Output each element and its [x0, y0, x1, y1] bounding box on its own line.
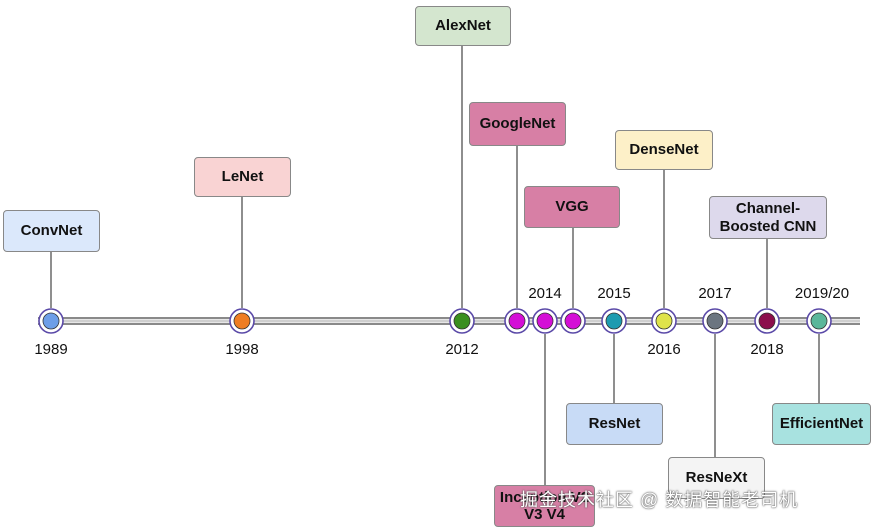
node-googlenet: [508, 312, 526, 330]
year-label-resnext: 2017: [698, 285, 732, 302]
year-label-efficientnet: 2019/20: [794, 285, 850, 302]
node-channel_boosted: [758, 312, 776, 330]
year-label-alexnet: 2012: [445, 341, 479, 358]
model-box-efficientnet: EfficientNet: [772, 403, 871, 445]
node-convnet: [42, 312, 60, 330]
model-box-vgg: VGG: [524, 186, 620, 228]
year-label-lenet: 1998: [225, 341, 259, 358]
year-label-vgg: 2014: [528, 285, 562, 302]
model-box-convnet: ConvNet: [3, 210, 100, 252]
node-densenet: [655, 312, 673, 330]
node-resnext: [706, 312, 724, 330]
node-vgg: [564, 312, 582, 330]
node-efficientnet: [810, 312, 828, 330]
year-label-densenet: 2016: [647, 341, 681, 358]
year-label-convnet: 1989: [34, 341, 68, 358]
node-lenet: [233, 312, 251, 330]
node-resnet: [605, 312, 623, 330]
model-box-inception: Inception V2 V3 V4: [494, 485, 595, 527]
model-box-lenet: LeNet: [194, 157, 291, 197]
year-label-resnet: 2015: [597, 285, 631, 302]
model-box-channel_boosted: Channel-Boosted CNN: [709, 196, 827, 239]
model-box-resnet: ResNet: [566, 403, 663, 445]
year-label-channel_boosted: 2018: [750, 341, 784, 358]
model-box-alexnet: AlexNet: [415, 6, 511, 46]
watermark-text: 掘金技术社区 @ 数据智能老司机: [520, 490, 799, 510]
node-alexnet: [453, 312, 471, 330]
node-inception: [536, 312, 554, 330]
model-box-densenet: DenseNet: [615, 130, 713, 170]
model-box-resnext: ResNeXt: [668, 457, 765, 499]
model-box-googlenet: GoogleNet: [469, 102, 566, 146]
